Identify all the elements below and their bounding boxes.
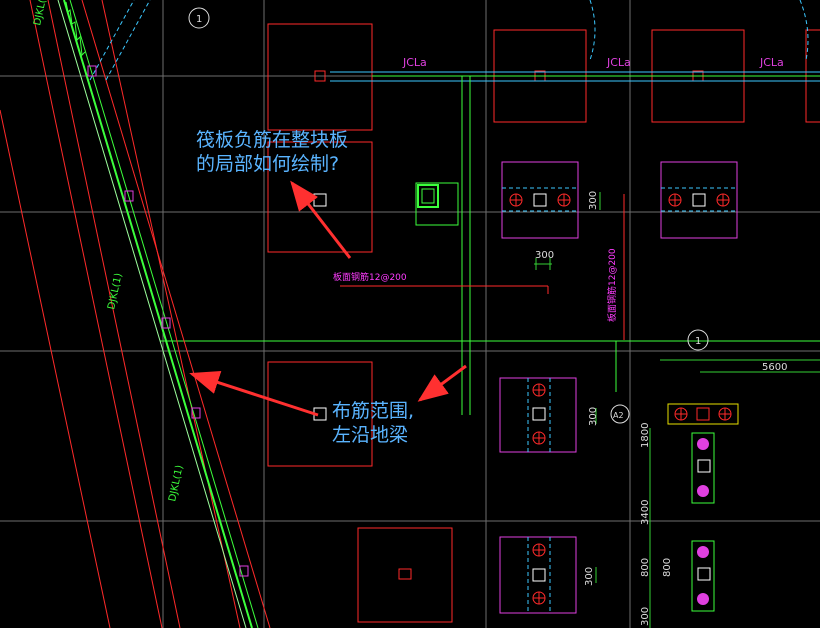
dashed-arcs [589, 0, 809, 61]
dim-300-d: 300 [640, 607, 651, 626]
magenta-piles [697, 438, 709, 605]
pile-cap-dashes [502, 187, 737, 613]
green-box-element [415, 182, 459, 226]
piles [509, 193, 732, 605]
dim-300-a: 300 [588, 191, 599, 210]
axis-bubble-2: 1 [695, 336, 701, 347]
pile-cap-4 [499, 536, 577, 614]
jcl-beam [330, 71, 820, 82]
node-label: A2 [613, 411, 624, 420]
range-line-1: 布筋范围, [332, 400, 415, 422]
arrow-to-slab [290, 180, 352, 259]
axis-bubble-1: 1 [196, 14, 202, 25]
pile-cap-2 [660, 161, 738, 239]
rebar-note-1: 板面钢筋12@200 [333, 271, 407, 283]
dim-1800: 1800 [640, 423, 651, 448]
axis-bubbles [188, 7, 709, 351]
rebar-note-2: 板面钢筋12@200 [606, 248, 618, 322]
question-line-2: 的局部如何绘制? [196, 153, 340, 175]
slant-label-3: DJKL(1) [167, 464, 185, 503]
dim-3400: 3400 [640, 500, 651, 525]
footing-3 [267, 361, 373, 467]
rebar-lines [340, 194, 625, 340]
node-marker [610, 404, 630, 424]
footings [267, 23, 820, 623]
dim-300-top: 300 [535, 250, 554, 261]
dim-300-b: 300 [588, 407, 599, 426]
column-markers [313, 193, 711, 582]
arrow-to-ground-beam [189, 370, 319, 417]
beam-label-1: JCLa [402, 56, 427, 69]
footing-1 [267, 23, 373, 131]
slant-label-1: DJKL(1) [32, 0, 50, 27]
slant-beam-tags [87, 65, 249, 577]
pile-caps [499, 161, 738, 614]
slant-ground-beam [0, 0, 271, 628]
vertical-beam [160, 76, 820, 415]
beam-label-2: JCLa [606, 56, 631, 69]
small-caps [667, 403, 739, 612]
arrow-to-vertical-beam [417, 364, 467, 402]
pile-cap-3 [499, 377, 577, 453]
dim-5600: 5600 [762, 362, 787, 373]
question-annotation: 筏板负筋在整块板 的局部如何绘制? [196, 128, 348, 176]
slant-label-2: DJKL(1) [106, 272, 124, 311]
beam-label-3: JCLa [759, 56, 784, 69]
range-line-2: 左沿地梁 [332, 424, 409, 446]
pile-cap-1 [501, 161, 579, 239]
annotation-arrows [189, 180, 467, 417]
dim-300-c: 300 [584, 567, 595, 586]
footing-4 [357, 527, 453, 623]
dimension-lines [534, 192, 820, 628]
range-annotation: 布筋范围, 左沿地梁 [332, 399, 414, 447]
dim-800-a: 800 [640, 558, 651, 577]
dim-800-b: 800 [662, 558, 673, 577]
question-line-1: 筏板负筋在整块板 [196, 129, 349, 151]
footing-2 [267, 141, 373, 253]
